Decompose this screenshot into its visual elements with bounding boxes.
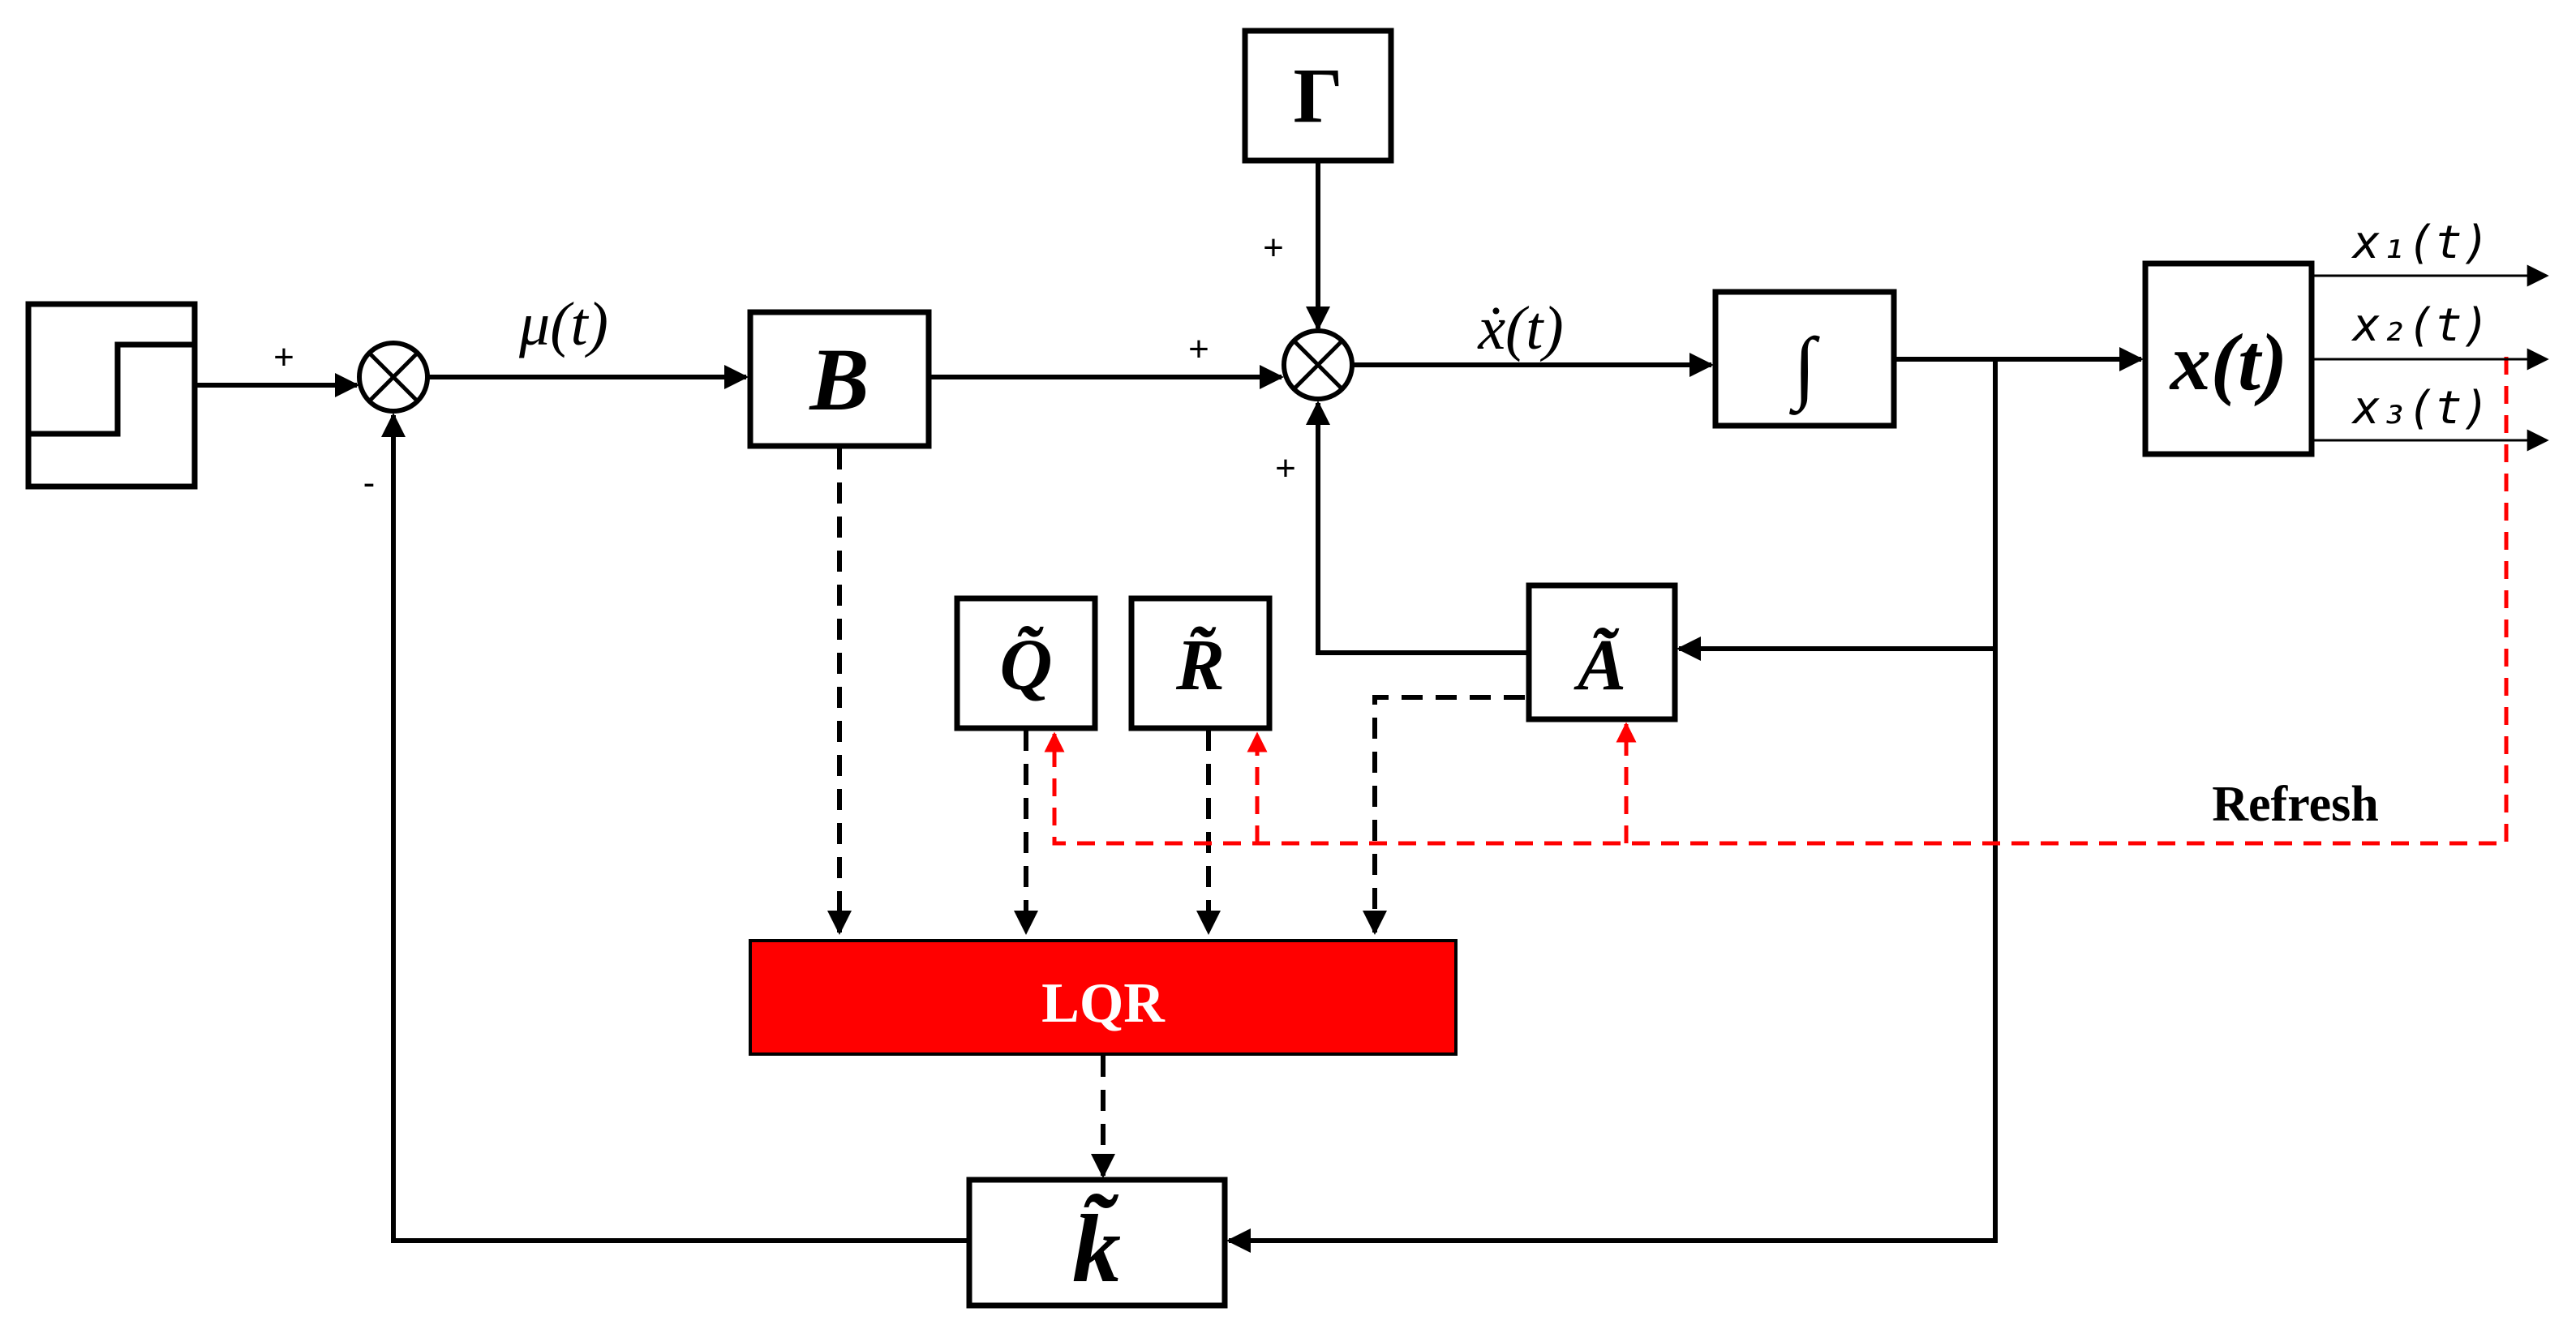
sum2-bottom-plus-sign: + bbox=[1275, 448, 1296, 488]
x3-output-label: x₃(t) bbox=[2351, 382, 2490, 435]
xdot-signal-label: ẋ(t) bbox=[1477, 294, 1563, 362]
lqr-label: LQR bbox=[1041, 972, 1166, 1035]
x1-output-label: x₁(t) bbox=[2351, 216, 2490, 269]
dashed-parameter-wires bbox=[827, 448, 1525, 1178]
k-block: k̃ bbox=[966, 1177, 1228, 1309]
a-label: Ã bbox=[1574, 625, 1626, 705]
r-label: R̃ bbox=[1175, 625, 1225, 705]
lqr-block: LQR bbox=[749, 939, 1458, 1056]
summing-junction-1 bbox=[357, 341, 430, 414]
b-block: B bbox=[747, 309, 932, 449]
q-label: Q̃ bbox=[1000, 624, 1053, 705]
step-input-block bbox=[25, 301, 198, 490]
integrator-block: ∫ bbox=[1712, 289, 1897, 429]
gamma-block: Γ bbox=[1242, 28, 1394, 164]
sum2-top-plus-sign: + bbox=[1263, 228, 1284, 268]
state-block: x(t) bbox=[2142, 260, 2315, 457]
sum1-plus-sign: + bbox=[273, 337, 294, 377]
k-label: k̃ bbox=[1072, 1194, 1121, 1302]
sum2-left-plus-sign: + bbox=[1188, 329, 1209, 369]
state-label: x(t) bbox=[2169, 317, 2287, 407]
step-function-icon bbox=[28, 341, 195, 437]
signal-wires bbox=[195, 161, 2144, 1253]
x2-output-label: x₂(t) bbox=[2351, 299, 2490, 352]
refresh-feedback-wires bbox=[1044, 357, 2509, 846]
refresh-label: Refresh bbox=[2212, 777, 2378, 832]
sum1-minus-sign: - bbox=[363, 463, 376, 503]
integrator-label: ∫ bbox=[1788, 321, 1820, 415]
summing-junction-2 bbox=[1282, 328, 1355, 401]
q-block: Q̃ bbox=[954, 595, 1098, 731]
gamma-label: Γ bbox=[1293, 52, 1342, 139]
output-lines bbox=[2312, 264, 2549, 452]
mu-signal-label: μ(t) bbox=[518, 290, 608, 358]
b-label: B bbox=[808, 330, 869, 429]
a-block: Ã bbox=[1526, 582, 1678, 722]
r-block: R̃ bbox=[1128, 595, 1273, 731]
